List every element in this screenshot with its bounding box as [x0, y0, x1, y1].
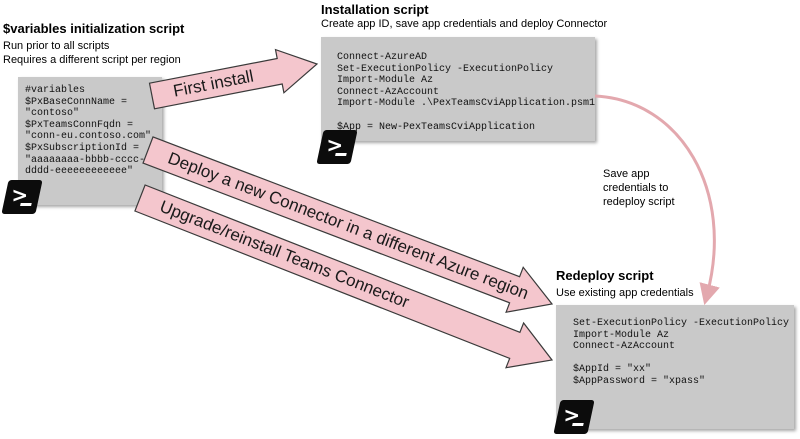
save-credentials-note-1: Save app — [603, 168, 650, 180]
save-credentials-note-3: redeploy script — [603, 196, 675, 208]
redeploy-script-box: Set-ExecutionPolicy -ExecutionPolicy Imp… — [556, 305, 794, 429]
redeploy-script-title: Redeploy script — [556, 268, 654, 283]
deploy-new-connector-arrow — [142, 136, 554, 313]
variables-script-note-1: Run prior to all scripts — [3, 40, 110, 52]
redeploy-script-code: Set-ExecutionPolicy -ExecutionPolicy Imp… — [573, 318, 790, 387]
variables-script-note-2: Requires a different script per region — [3, 54, 181, 66]
upgrade-reinstall-arrow — [134, 184, 554, 369]
save-credentials-curve-arrow — [594, 94, 720, 306]
variables-script-code: #variables $PxBaseConnName = "contoso" $… — [25, 85, 152, 178]
installation-script-title: Installation script — [321, 2, 429, 17]
variables-script-box: #variables $PxBaseConnName = "contoso" $… — [18, 77, 162, 205]
save-credentials-note-2: credentials to — [603, 182, 669, 194]
installation-script-box: Connect-AzureAD Set-ExecutionPolicy -Exe… — [321, 37, 595, 141]
installation-script-code: Connect-AzureAD Set-ExecutionPolicy -Exe… — [337, 52, 596, 133]
installation-script-subtitle: Create app ID, save app credentials and … — [321, 18, 608, 30]
variables-script-title: $variables initialization script — [3, 21, 185, 36]
redeploy-script-subtitle: Use existing app credentials — [556, 287, 694, 299]
first-install-arrow — [148, 48, 319, 110]
